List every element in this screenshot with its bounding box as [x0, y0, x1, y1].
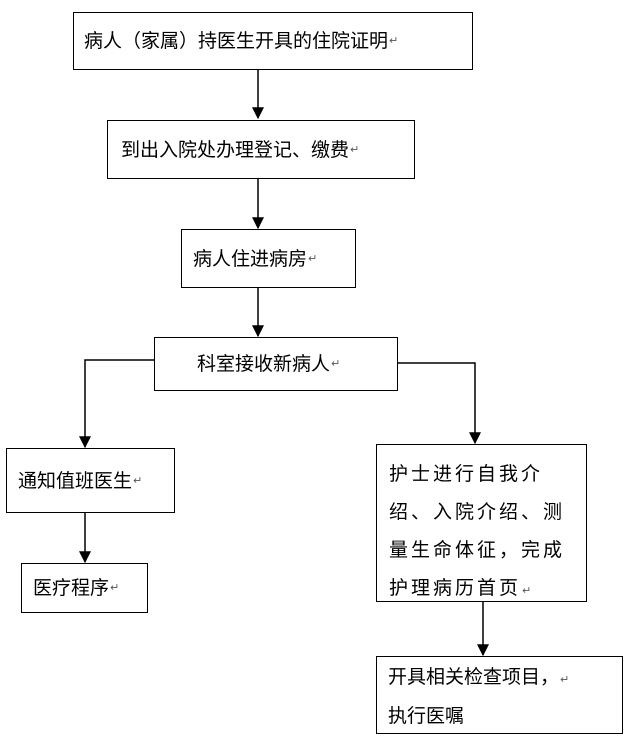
step-nurse-intro-line: 护理病历首页	[389, 577, 522, 599]
return-mark-icon: ↵	[522, 584, 535, 597]
step-registration-label: 到出入院处办理登记、缴费	[121, 138, 350, 161]
step-certificate-box: 病人（家属）持医生开具的住院证明↵	[73, 12, 473, 70]
return-mark-icon: ↵	[110, 581, 120, 594]
arrow-department-to-notify	[79, 359, 154, 449]
return-mark-icon: ↵	[308, 251, 318, 265]
step-notify-doctor-label: 通知值班医生	[18, 469, 133, 492]
step-enter-ward-box: 病人住进病房↵	[181, 229, 356, 288]
step-checks-line: 开具相关检查项目，	[388, 666, 560, 688]
return-mark-icon: ↵	[560, 673, 570, 686]
step-registration-box: 到出入院处办理登记、缴费↵	[107, 120, 415, 179]
step-nurse-intro-line: 绍、入院介绍、测	[389, 501, 566, 523]
return-mark-icon: ↵	[350, 142, 360, 156]
step-enter-ward-label: 病人住进病房	[193, 247, 308, 270]
step-medical-procedure-label: 医疗程序	[33, 577, 110, 599]
step-certificate-label: 病人（家属）持医生开具的住院证明	[84, 30, 389, 52]
return-mark-icon: ↵	[133, 473, 143, 487]
return-mark-icon: ↵	[389, 34, 399, 47]
return-mark-icon: ↵	[331, 357, 341, 370]
step-checks-box: 开具相关检查项目，↵ 执行医嘱	[376, 656, 623, 734]
step-department-receive-label: 科室接收新病人	[197, 353, 331, 375]
step-checks-line: 执行医嘱	[388, 705, 465, 727]
step-nurse-intro-line: 量生命体征，完成	[389, 539, 566, 561]
step-medical-procedure-box: 医疗程序↵	[21, 563, 148, 613]
step-department-receive-box: 科室接收新病人↵	[154, 337, 398, 391]
arrow-department-to-nurse	[398, 362, 481, 445]
step-nurse-intro-box: 护士进行自我介 绍、入院介绍、测 量生命体征，完成 护理病历首页↵	[376, 444, 587, 602]
step-notify-doctor-box: 通知值班医生↵	[6, 448, 175, 513]
step-nurse-intro-line: 护士进行自我介	[389, 463, 544, 485]
